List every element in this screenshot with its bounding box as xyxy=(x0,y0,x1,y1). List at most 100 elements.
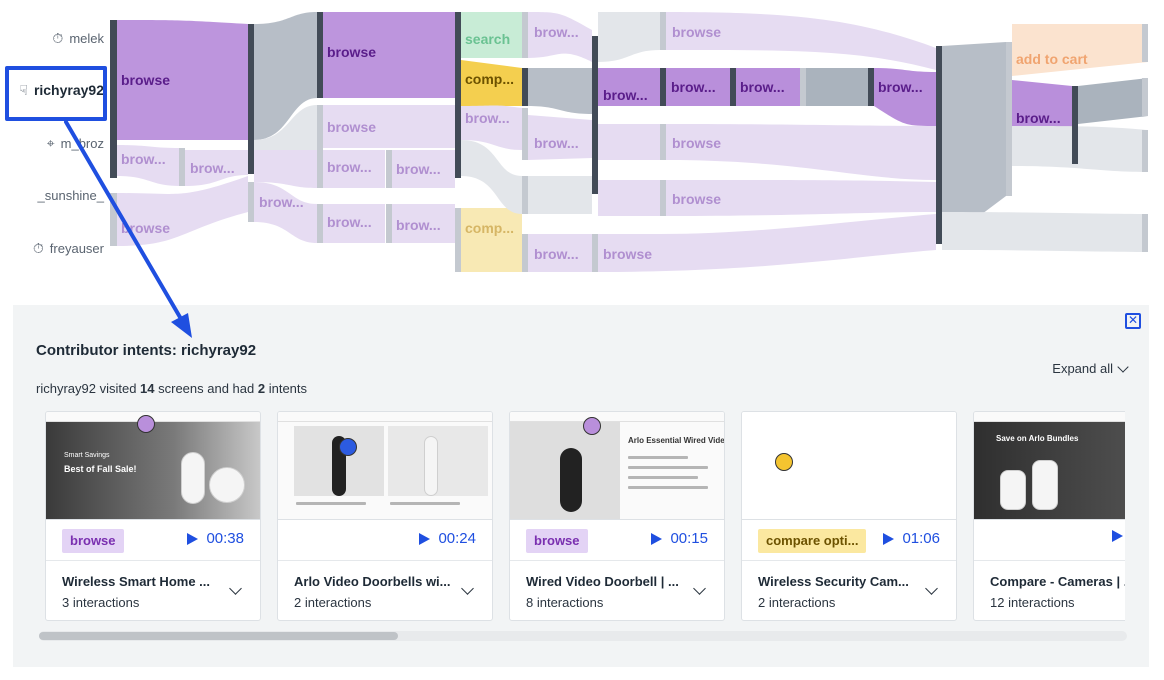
interaction-count: 12 interactions xyxy=(990,595,1075,610)
panel-summary: richyray92 visited 14 screens and had 2 … xyxy=(36,381,307,396)
node-label[interactable]: browse xyxy=(121,72,170,88)
node-label[interactable]: brow... xyxy=(396,217,441,233)
node-label[interactable]: brow... xyxy=(1016,110,1061,126)
node-label[interactable]: add to cart xyxy=(1016,51,1088,67)
scrollbar-thumb[interactable] xyxy=(39,632,399,640)
screen-thumbnail[interactable]: Smart Savings Best of Fall Sale! xyxy=(46,412,260,520)
screen-card[interactable]: Arlo Essential Wired Video Doorbell brow… xyxy=(509,411,725,621)
node-label[interactable]: browse xyxy=(672,24,721,40)
selected-user-highlight xyxy=(5,66,107,121)
intent-tag[interactable]: browse xyxy=(62,529,124,553)
screen-duration: 00:24 xyxy=(438,530,476,547)
user-name: m_broz xyxy=(60,135,104,151)
node-label[interactable]: browse xyxy=(603,246,652,262)
interaction-count: 3 interactions xyxy=(62,595,140,610)
stopwatch-icon: ⏱ xyxy=(52,30,64,46)
thumbnail-text: Smart Savings xyxy=(64,452,110,459)
user-row-m-broz[interactable]: ⌖ m_broz xyxy=(0,131,104,155)
node-label[interactable]: brow... xyxy=(671,79,716,95)
screens-carousel: Smart Savings Best of Fall Sale! browse … xyxy=(45,411,1125,621)
node-label[interactable]: brow... xyxy=(190,160,235,176)
node-label[interactable]: brow... xyxy=(534,135,579,151)
user-row-richyray92[interactable]: ☟ richyray92 xyxy=(0,78,104,102)
chevron-down-icon xyxy=(1117,360,1129,373)
thumbnail-text: Arlo Essential Wired Video Doorbell xyxy=(628,436,724,445)
play-icon xyxy=(883,532,895,545)
screen-thumbnail[interactable] xyxy=(278,412,492,520)
intent-tag[interactable]: compare opti... xyxy=(758,529,867,553)
node-label[interactable]: brow... xyxy=(327,214,372,230)
panel-title: Contributor intents: richyray92 xyxy=(36,342,256,359)
screen-title: Compare - Cameras | ... xyxy=(990,574,1125,589)
click-marker xyxy=(339,438,357,456)
node-label[interactable]: brow... xyxy=(465,110,510,126)
screen-duration: 00:15 xyxy=(670,530,708,547)
screen-title: Wireless Security Cam... xyxy=(758,574,909,589)
node-label[interactable]: brow... xyxy=(121,151,166,167)
user-row-melek[interactable]: ⏱ melek xyxy=(0,26,104,50)
flow-nodes xyxy=(110,12,1148,272)
node-label[interactable]: browse xyxy=(672,191,721,207)
play-button[interactable]: 00:15 xyxy=(651,530,708,547)
user-name: richyray92 xyxy=(33,82,104,98)
contributor-panel: ✕ Contributor intents: richyray92 Expand… xyxy=(13,305,1149,667)
node-label[interactable]: brow... xyxy=(534,246,579,262)
intent-tag[interactable]: browse xyxy=(526,529,588,553)
summary-text: screens and had xyxy=(154,381,258,396)
screen-card[interactable]: Save on Arlo Bundles Compare - Cameras |… xyxy=(973,411,1125,621)
node-label[interactable]: brow... xyxy=(259,194,304,210)
play-button[interactable]: 00:38 xyxy=(187,530,244,547)
node-label[interactable]: brow... xyxy=(878,79,923,95)
node-label[interactable]: brow... xyxy=(603,87,648,103)
click-marker xyxy=(775,453,793,471)
panel-title-prefix: Contributor intents: xyxy=(36,342,181,359)
screen-title: Wireless Smart Home ... xyxy=(62,574,210,589)
node-label[interactable]: browse xyxy=(327,119,376,135)
click-marker xyxy=(137,415,155,433)
interaction-count: 2 interactions xyxy=(294,595,372,610)
node-label[interactable]: comp... xyxy=(465,220,514,236)
thumbnail-text: Best of Fall Sale! xyxy=(64,464,137,474)
user-name: _sunshine_ xyxy=(37,187,105,203)
expand-all-label: Expand all xyxy=(1052,361,1113,376)
screen-thumbnail[interactable]: Save on Arlo Bundles xyxy=(974,412,1125,520)
node-label[interactable]: search xyxy=(465,31,510,47)
node-label[interactable]: browse xyxy=(121,220,170,236)
thumbnail-text: Save on Arlo Bundles xyxy=(996,434,1079,443)
node-label[interactable]: browse xyxy=(327,44,376,60)
screen-card[interactable]: compare opti... 01:06 Wireless Security … xyxy=(741,411,957,621)
panel-title-user: richyray92 xyxy=(180,342,257,359)
screen-thumbnail[interactable] xyxy=(742,412,956,520)
user-name: melek xyxy=(69,30,104,46)
node-label[interactable]: brow... xyxy=(396,161,441,177)
close-icon[interactable]: ✕ xyxy=(1125,313,1141,329)
horizontal-scrollbar[interactable] xyxy=(39,631,1127,641)
play-button[interactable] xyxy=(1112,530,1125,542)
stopwatch-icon: ⏱ xyxy=(32,240,44,256)
interaction-count: 2 interactions xyxy=(758,595,836,610)
screen-duration: 01:06 xyxy=(902,530,940,547)
user-row-sunshine[interactable]: _sunshine_ xyxy=(0,183,105,207)
play-icon xyxy=(1112,530,1123,542)
screen-title: Wired Video Doorbell | ... xyxy=(526,574,679,589)
click-marker xyxy=(583,417,601,435)
screen-card[interactable]: 00:24 Arlo Video Doorbells wi... 2 inter… xyxy=(277,411,493,621)
summary-text: intents xyxy=(265,381,308,396)
flow-links xyxy=(117,12,1148,272)
node-label[interactable]: browse xyxy=(672,135,721,151)
screen-thumbnail[interactable]: Arlo Essential Wired Video Doorbell xyxy=(510,412,724,520)
screen-card[interactable]: Smart Savings Best of Fall Sale! browse … xyxy=(45,411,261,621)
user-row-freyauser[interactable]: ⏱ freyauser xyxy=(0,236,104,260)
node-label[interactable]: comp... xyxy=(465,71,514,87)
summary-intents-count: 2 xyxy=(257,381,266,396)
play-button[interactable]: 00:24 xyxy=(419,530,476,547)
node-label[interactable]: brow... xyxy=(534,24,579,40)
screen-title: Arlo Video Doorbells wi... xyxy=(294,574,451,589)
expand-all-button[interactable]: Expand all xyxy=(1052,360,1129,376)
node-label[interactable]: brow... xyxy=(327,159,372,175)
play-icon xyxy=(187,532,199,545)
node-label[interactable]: brow... xyxy=(740,79,785,95)
pointer-icon: ⌖ xyxy=(46,135,55,151)
screen-duration: 00:38 xyxy=(206,530,244,547)
play-button[interactable]: 01:06 xyxy=(883,530,940,547)
